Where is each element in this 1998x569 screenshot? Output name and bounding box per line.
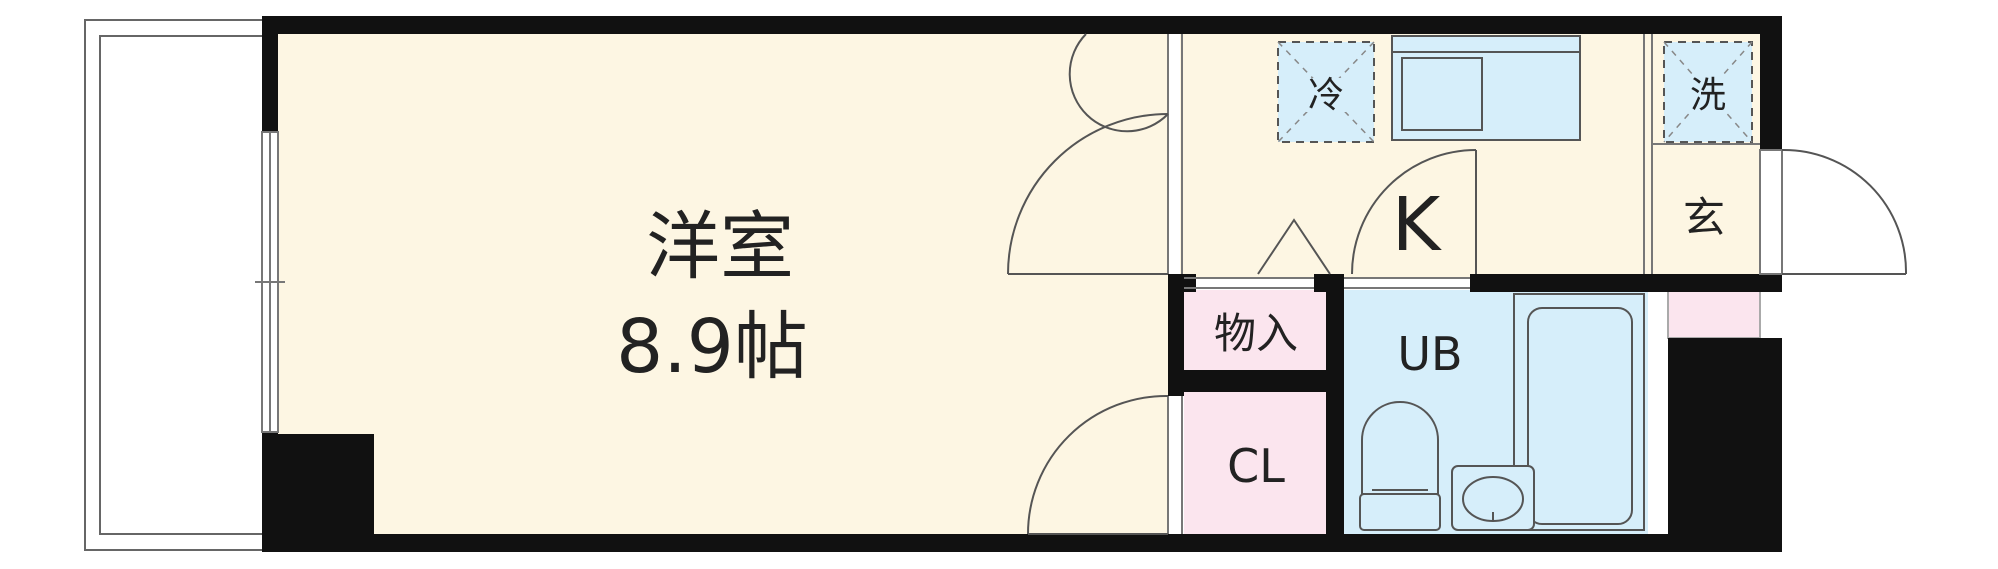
kitchen-name: K xyxy=(1392,182,1443,268)
door-swings xyxy=(1007,33,1477,535)
toilet xyxy=(1359,401,1441,531)
kitchen-counter xyxy=(1391,35,1581,141)
closet-name: CL xyxy=(1227,439,1285,493)
entrance-mat xyxy=(1667,285,1761,339)
walls xyxy=(262,16,1782,552)
washer-space xyxy=(1663,41,1753,143)
storage-name: 物入 xyxy=(1214,309,1298,358)
bathtub xyxy=(1513,293,1645,531)
bath-name: UB xyxy=(1397,327,1462,381)
washbasin xyxy=(1451,465,1535,531)
washer-label: 洗 xyxy=(1690,75,1726,116)
storage-floor xyxy=(1184,290,1326,370)
balcony xyxy=(84,19,266,551)
entrance-name: 玄 xyxy=(1683,193,1725,242)
closet-floor xyxy=(1184,392,1326,534)
partitions xyxy=(1167,34,1760,534)
entrance-door xyxy=(1759,148,1908,275)
western-room-size: 8.9帖 xyxy=(616,304,808,390)
fridge-space xyxy=(1277,41,1375,143)
window-left xyxy=(255,131,285,433)
fridge-label: 冷 xyxy=(1308,75,1344,116)
western-room-floor xyxy=(278,34,1168,534)
western-room-name: 洋室 xyxy=(646,204,794,290)
